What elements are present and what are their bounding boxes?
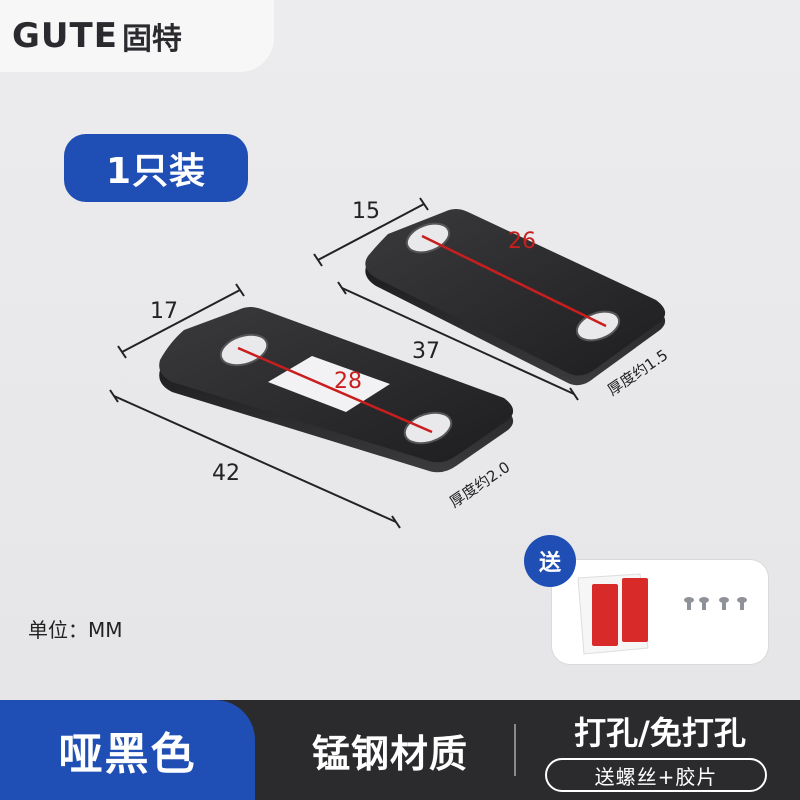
large-length-label: 42 [212, 461, 240, 486]
brand-logo: GUTE 固特 [0, 0, 274, 72]
large-hole-spacing-label: 28 [334, 369, 362, 394]
gift-badge: 送 [524, 535, 576, 587]
small-hole-spacing-line [421, 234, 607, 328]
brand-logo-cjk: 固特 [121, 22, 182, 57]
gift-accessories-card [552, 560, 768, 664]
screws-and-adhesive-pads-image [577, 573, 747, 655]
brand-logo-latin: GUTE [12, 16, 118, 56]
screws-icon [684, 597, 747, 610]
large-width-label: 17 [150, 299, 178, 324]
feature-divider [514, 724, 516, 776]
quantity-badge: 1只装 [64, 134, 248, 202]
adhesive-pad-1 [592, 584, 618, 646]
install-method-label: 打孔/免打孔 [574, 714, 746, 752]
unit-label: 单位：MM [28, 618, 123, 642]
small-length-label: 37 [412, 339, 440, 364]
large-hole-spacing-line [237, 346, 433, 434]
adhesive-pad-2 [622, 578, 648, 642]
color-label: 哑黑色 [0, 700, 255, 800]
small-plate [365, 209, 666, 386]
accessories-label: 送螺丝+胶片 [545, 758, 767, 792]
small-hole-spacing-label: 26 [508, 229, 536, 254]
large-plate [159, 307, 514, 473]
small-width-label: 15 [352, 199, 380, 224]
large-thickness-label: 厚度约2.0 [446, 458, 513, 511]
material-label: 锰钢材质 [311, 731, 468, 776]
